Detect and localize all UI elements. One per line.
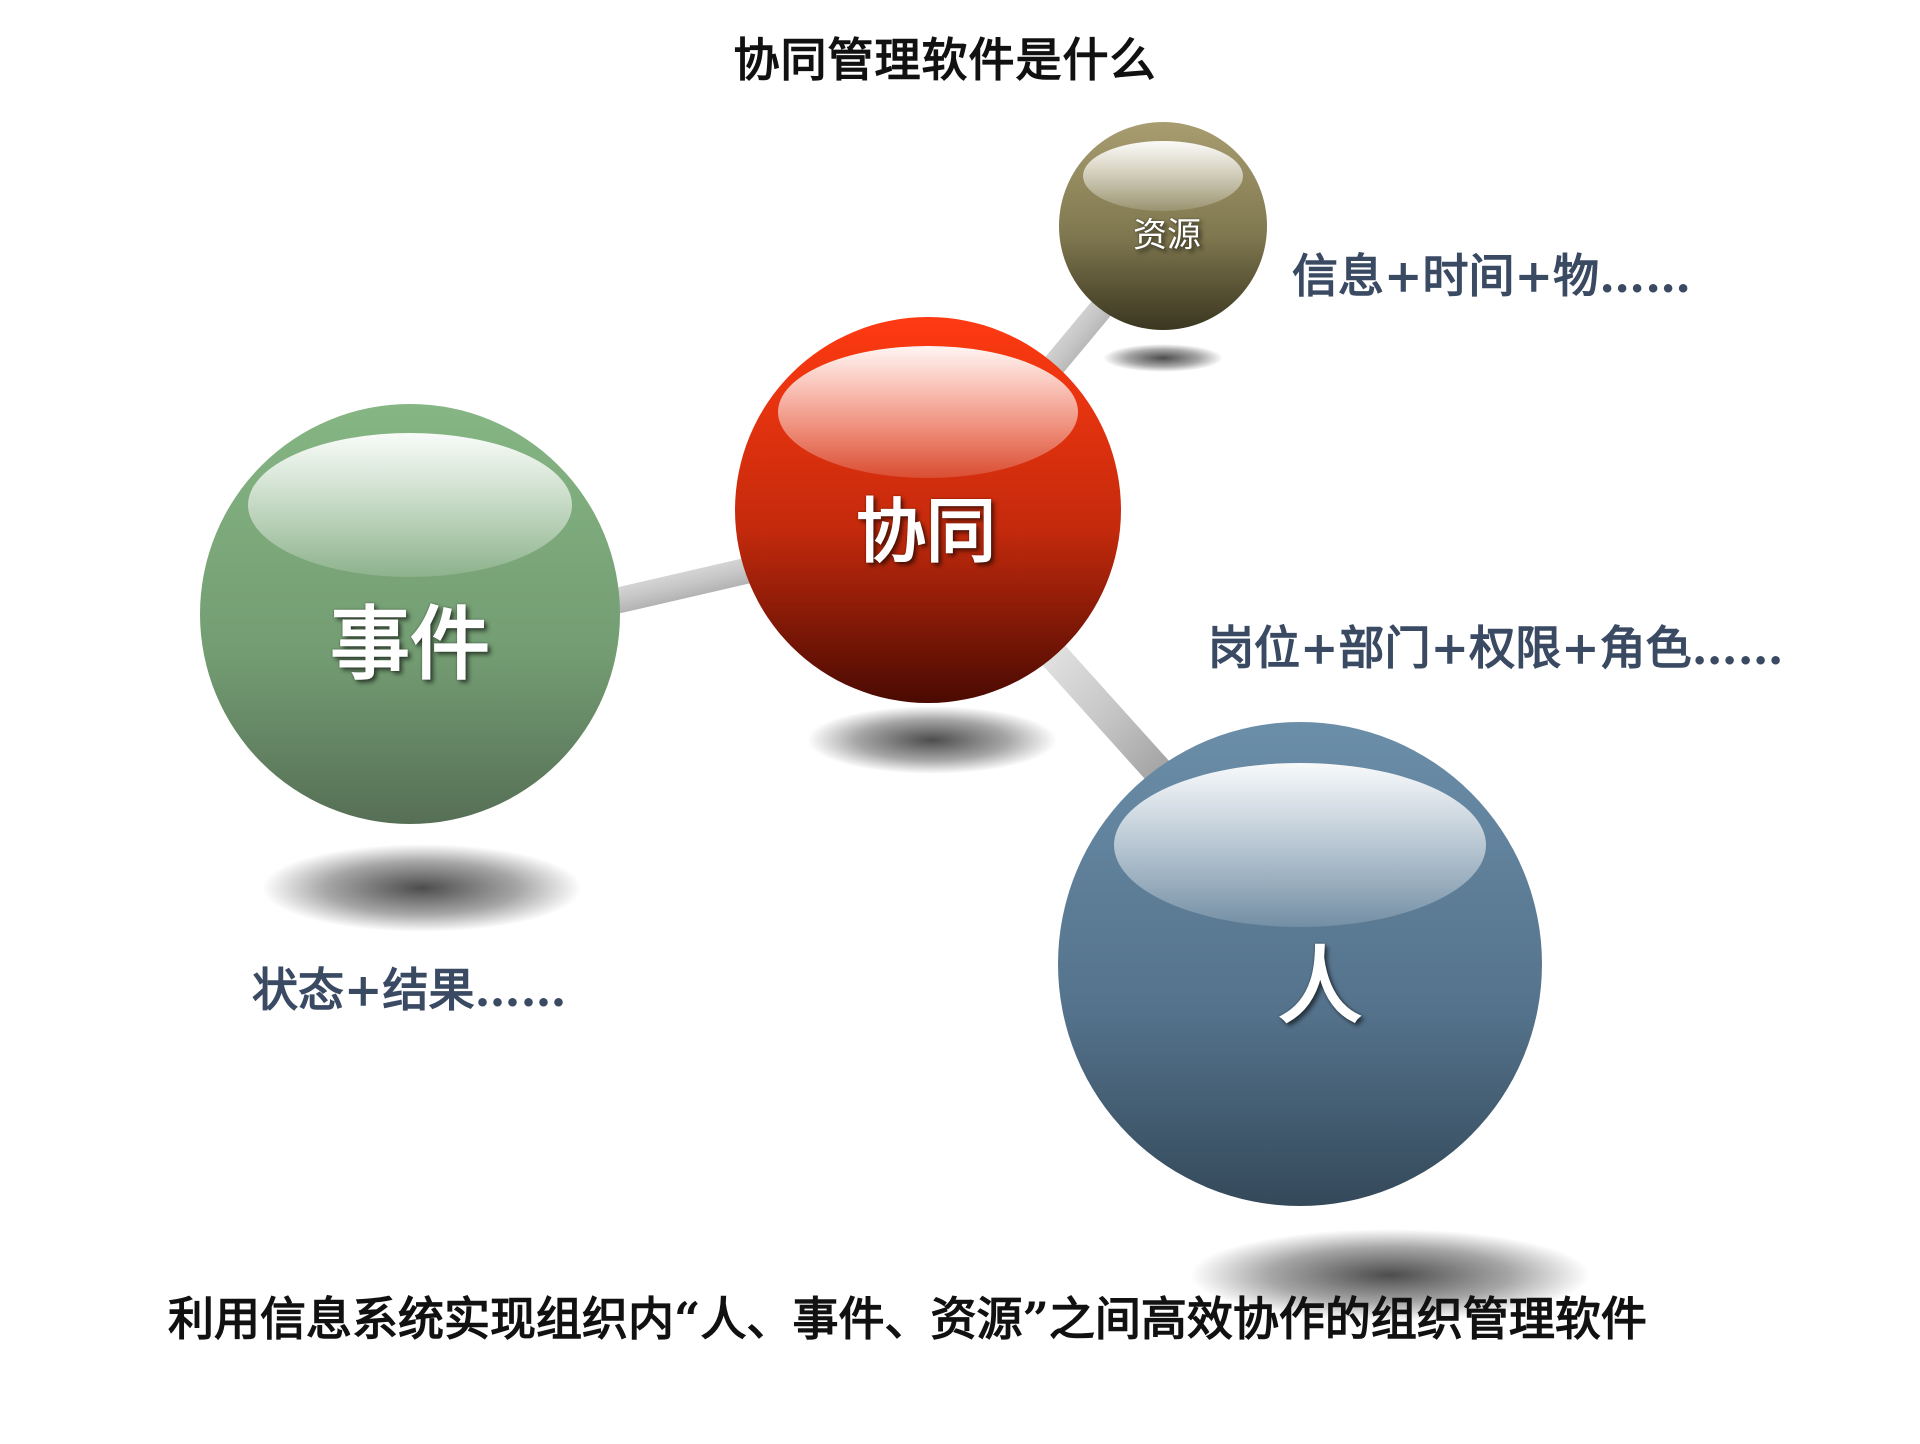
summary-text: 利用信息系统实现组织内“人、事件、资源”之间高效协作的组织管理软件: [168, 1292, 1647, 1346]
gloss-person: [1114, 763, 1486, 927]
attribute-person: 岗位+部门+权限+角色……: [1208, 621, 1784, 675]
connector-center-resource: [1038, 298, 1112, 382]
connector-center-person: [1025, 625, 1190, 805]
gloss-resource: [1083, 141, 1243, 211]
node-label-resource: 资源: [1133, 215, 1201, 256]
page-title: 协同管理软件是什么: [733, 33, 1157, 87]
node-label-center: 协同: [856, 489, 996, 573]
node-label-event: 事件: [330, 597, 490, 691]
attribute-event: 状态+结果……: [252, 963, 567, 1017]
shadow-resource: [1103, 344, 1223, 372]
shadow-center: [807, 706, 1057, 774]
node-label-person: 人: [1277, 936, 1363, 1036]
shadow-person: [1190, 1229, 1590, 1321]
gloss-center: [778, 346, 1078, 478]
shadow-event: [262, 844, 582, 932]
connector-center-event: [607, 557, 763, 613]
gloss-event: [248, 433, 572, 577]
attribute-resource: 信息+时间+物……: [1292, 249, 1692, 303]
